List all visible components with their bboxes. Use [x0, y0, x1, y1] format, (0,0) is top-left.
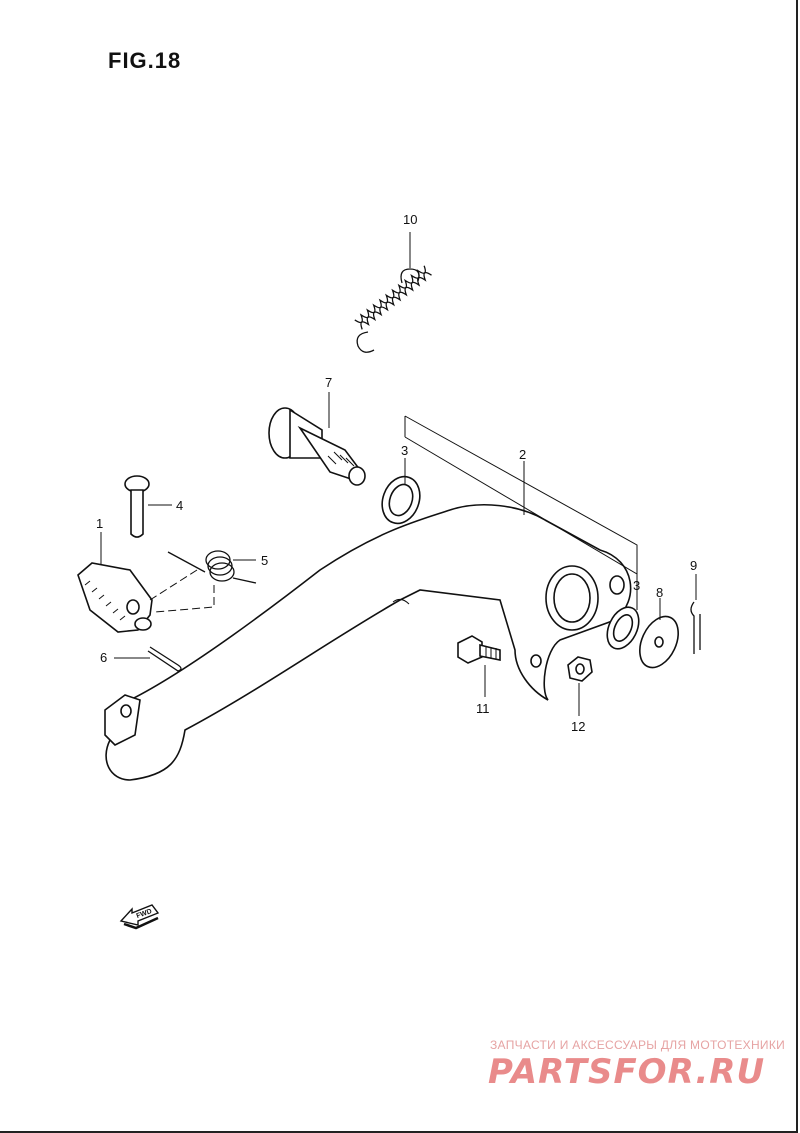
part-9-cotter-pin	[690, 601, 701, 654]
part-3-washer-upper	[381, 475, 421, 525]
leader-lines	[100, 232, 697, 716]
callout-8: 8	[656, 585, 663, 600]
callout-12: 12	[571, 719, 585, 734]
part-4-clevis-pin	[124, 475, 150, 538]
part-8-flat-washer	[639, 615, 679, 669]
callout-5: 5	[261, 553, 268, 568]
callout-4: 4	[176, 498, 183, 513]
part-7-pivot-shaft	[268, 407, 366, 486]
part-5-torsion-spring	[167, 550, 257, 584]
watermark-caption: ЗАПЧАСТИ И АКСЕССУАРЫ ДЛЯ МОТОТЕХНИКИ	[490, 1038, 786, 1052]
callout-3-lower: 3	[633, 578, 640, 593]
fwd-arrow-icon: FWD	[119, 904, 160, 930]
figure-title: FIG.18	[108, 48, 182, 73]
callout-11: 11	[476, 701, 490, 716]
callout-10: 10	[403, 212, 417, 227]
callout-3-upper: 3	[401, 443, 408, 458]
part-2-brake-pedal	[104, 504, 632, 781]
part-1-footpeg	[77, 562, 153, 633]
callout-9: 9	[690, 558, 697, 573]
callout-1: 1	[96, 516, 103, 531]
part-6-cotter-pin	[147, 646, 182, 672]
part-12-nut	[567, 656, 593, 682]
part-10-return-spring	[354, 265, 432, 353]
callout-2: 2	[519, 447, 526, 462]
callout-6: 6	[100, 650, 107, 665]
callout-7: 7	[325, 375, 332, 390]
part-3-washer-lower	[606, 606, 640, 650]
watermark-logo: PARTSFOR.RU	[488, 1052, 766, 1092]
part-11-bolt	[457, 635, 501, 664]
